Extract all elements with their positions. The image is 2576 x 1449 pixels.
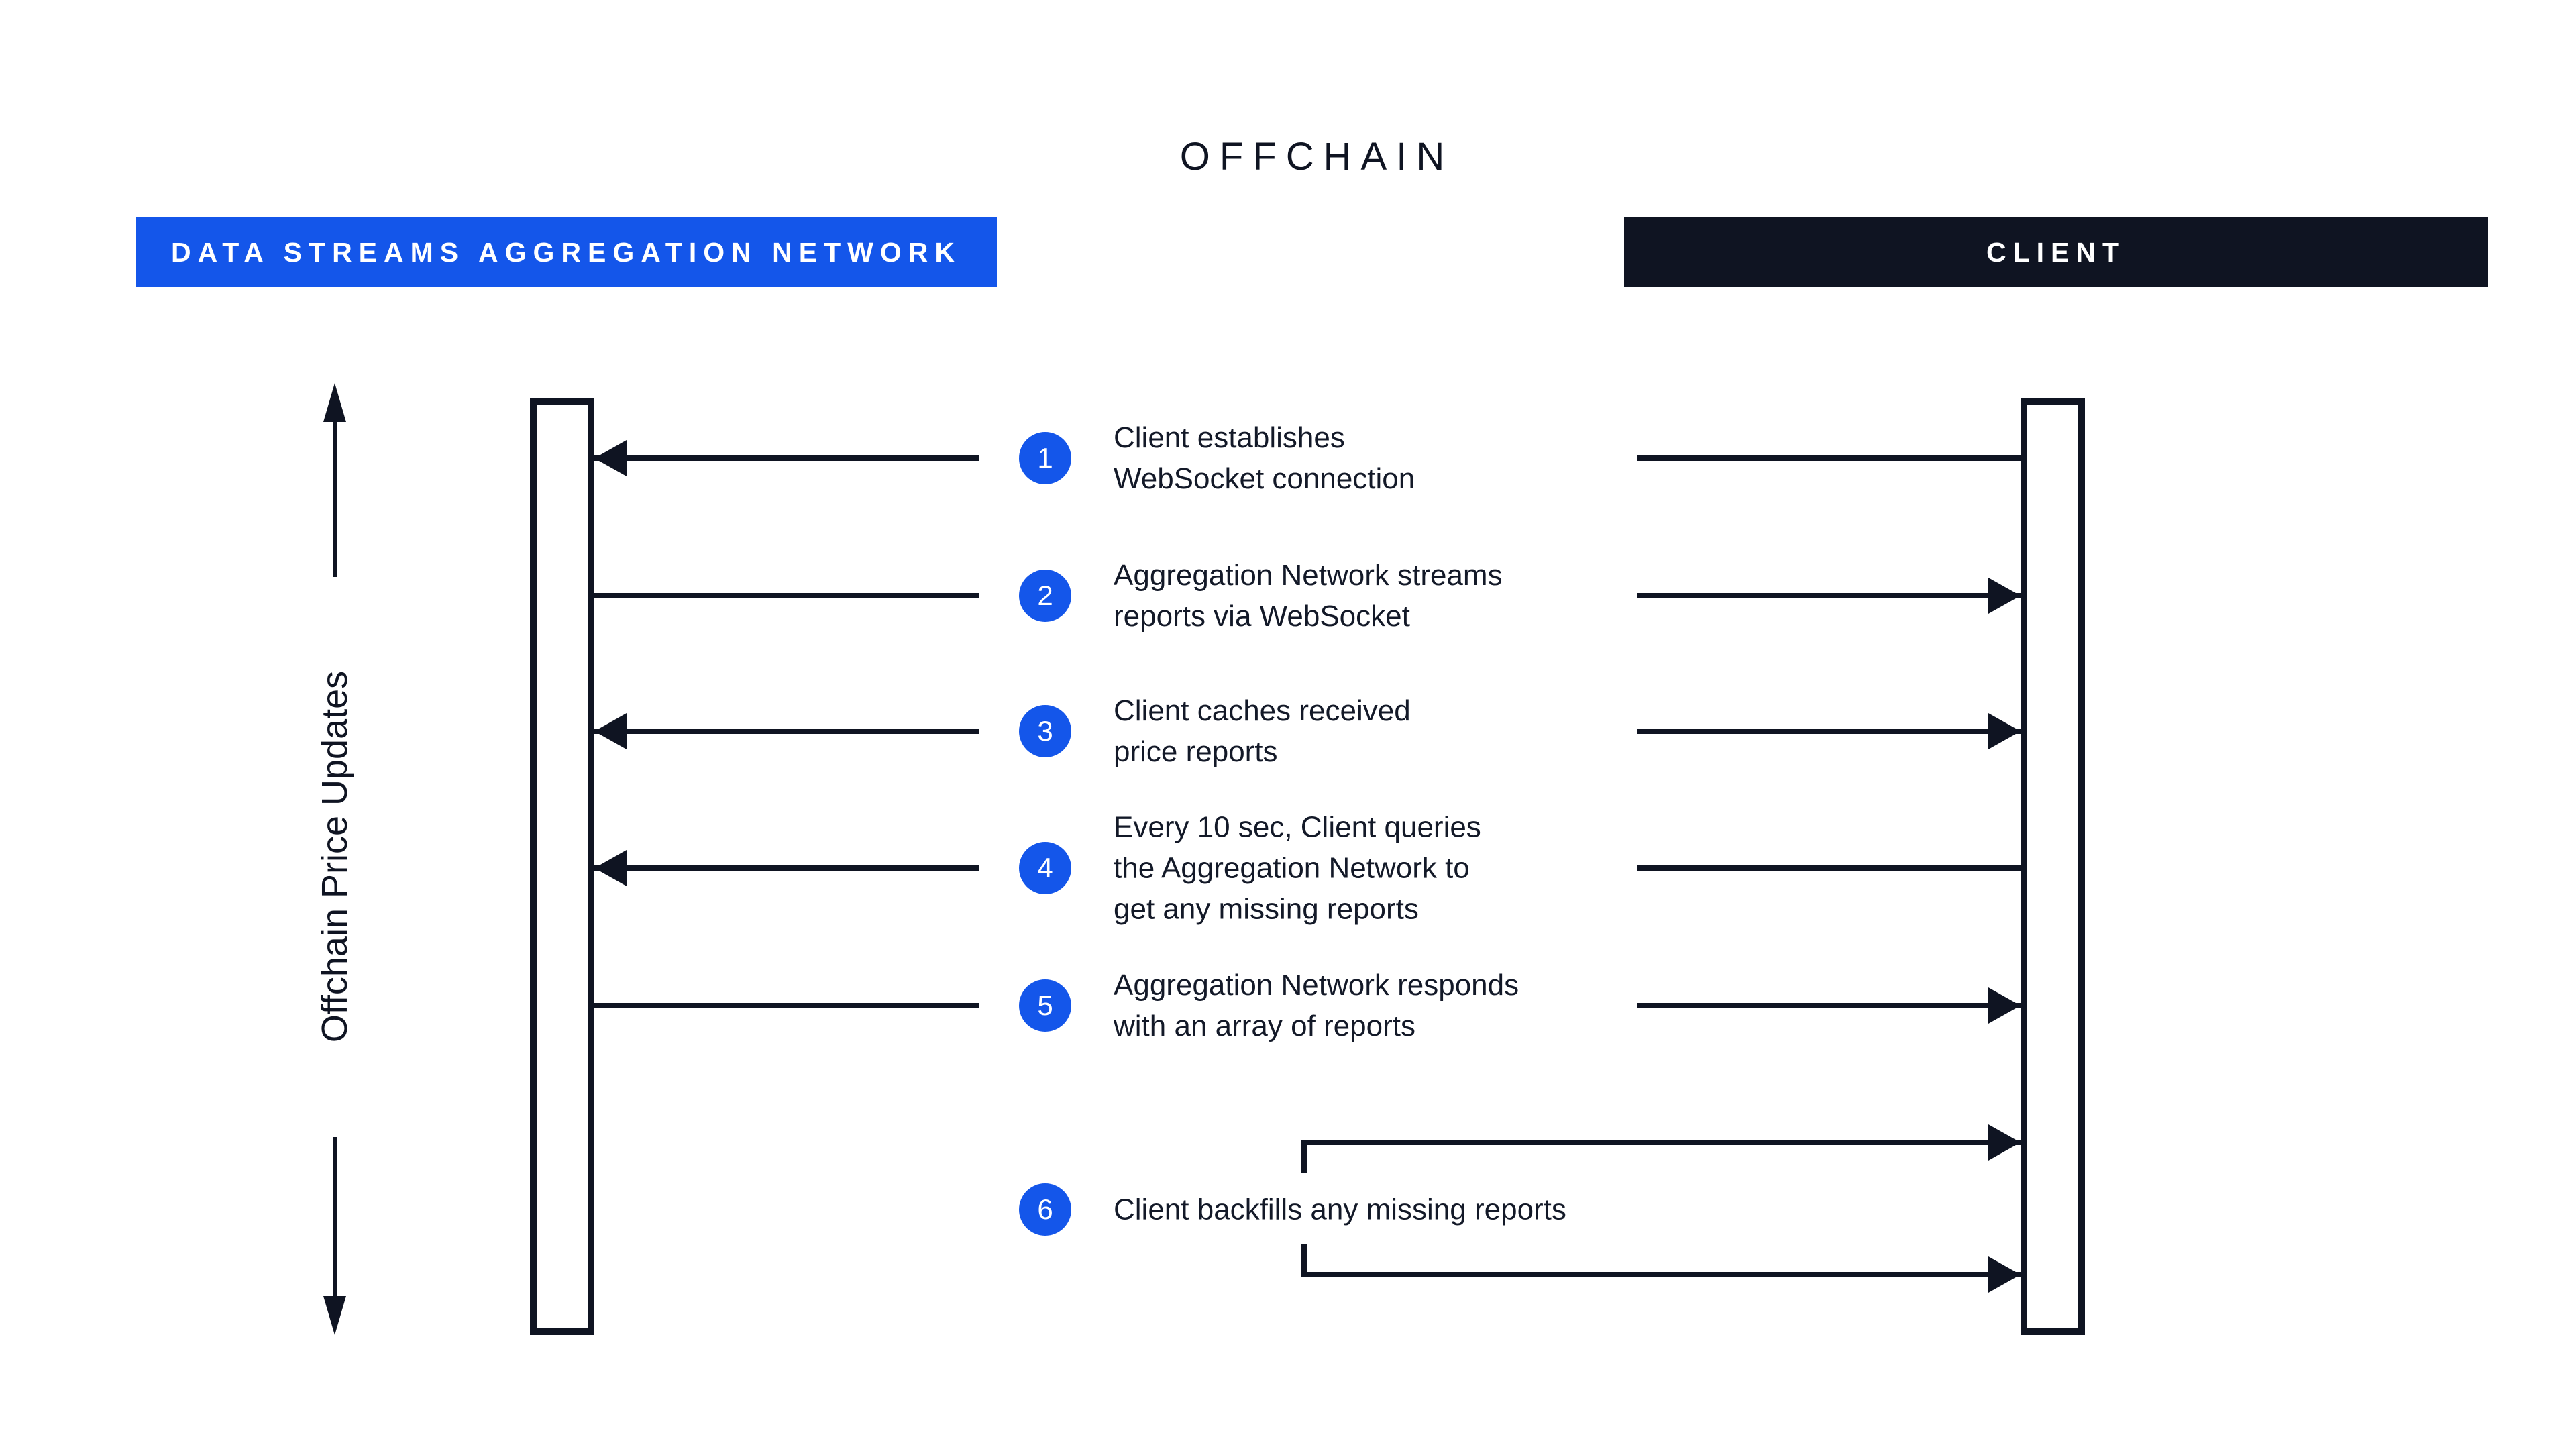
- step-text: Aggregation Network streams reports via …: [1114, 559, 1503, 633]
- message-line: [594, 593, 979, 598]
- arrowhead-right-icon: [1988, 1256, 2021, 1293]
- step-number-badge: 4: [1019, 842, 1071, 894]
- loop-line-bottom: [1301, 1272, 2021, 1277]
- message-line: [1637, 593, 2021, 598]
- arrowhead-right-icon: [1988, 578, 2021, 614]
- message-line: [594, 865, 979, 871]
- message-line: [594, 455, 979, 461]
- arrowhead-right-icon: [1988, 987, 2021, 1024]
- step-text: Client establishes WebSocket connection: [1114, 421, 1415, 495]
- message-line: [1637, 1003, 2021, 1008]
- message-line: [1637, 729, 2021, 734]
- message-line: [1637, 455, 2021, 461]
- axis-up-arrowhead-icon: [323, 383, 346, 422]
- step-text: Client caches received price reports: [1114, 694, 1411, 768]
- actor-header-aggregation-network: DATA STREAMS AGGREGATION NETWORK: [136, 217, 997, 287]
- diagram-title: OFFCHAIN: [1179, 135, 1454, 178]
- arrowhead-right-icon: [1988, 1124, 2021, 1161]
- arrowhead-left-icon: [594, 713, 627, 749]
- lifeline-client: [2021, 398, 2085, 1335]
- arrowhead-left-icon: [594, 850, 627, 886]
- message-line: [594, 1003, 979, 1008]
- step-text: Client backfills any missing reports: [1114, 1193, 1566, 1226]
- axis-up-arrow-line: [333, 417, 337, 577]
- step-number-badge: 2: [1019, 570, 1071, 622]
- axis-down-arrow-line: [333, 1137, 337, 1303]
- axis-down-arrowhead-icon: [323, 1296, 346, 1335]
- step-number-badge: 1: [1019, 432, 1071, 484]
- step-text: Every 10 sec, Client queries the Aggrega…: [1114, 810, 1481, 926]
- arrowhead-right-icon: [1988, 713, 2021, 749]
- step-number-badge: 5: [1019, 979, 1071, 1032]
- lifeline-aggregation-network: [530, 398, 594, 1335]
- message-line: [1637, 865, 2021, 871]
- loop-stub-bottom: [1301, 1244, 1307, 1277]
- step-number-badge: 3: [1019, 705, 1071, 757]
- axis-label: Offchain Price Updates: [315, 670, 355, 1043]
- step-number-badge: 6: [1019, 1183, 1071, 1236]
- message-line: [594, 729, 979, 734]
- loop-line-top: [1301, 1140, 2021, 1145]
- step-text: Aggregation Network responds with an arr…: [1114, 969, 1519, 1042]
- loop-stub-top: [1301, 1140, 1307, 1173]
- actor-header-client: CLIENT: [1624, 217, 2488, 287]
- arrowhead-left-icon: [594, 440, 627, 476]
